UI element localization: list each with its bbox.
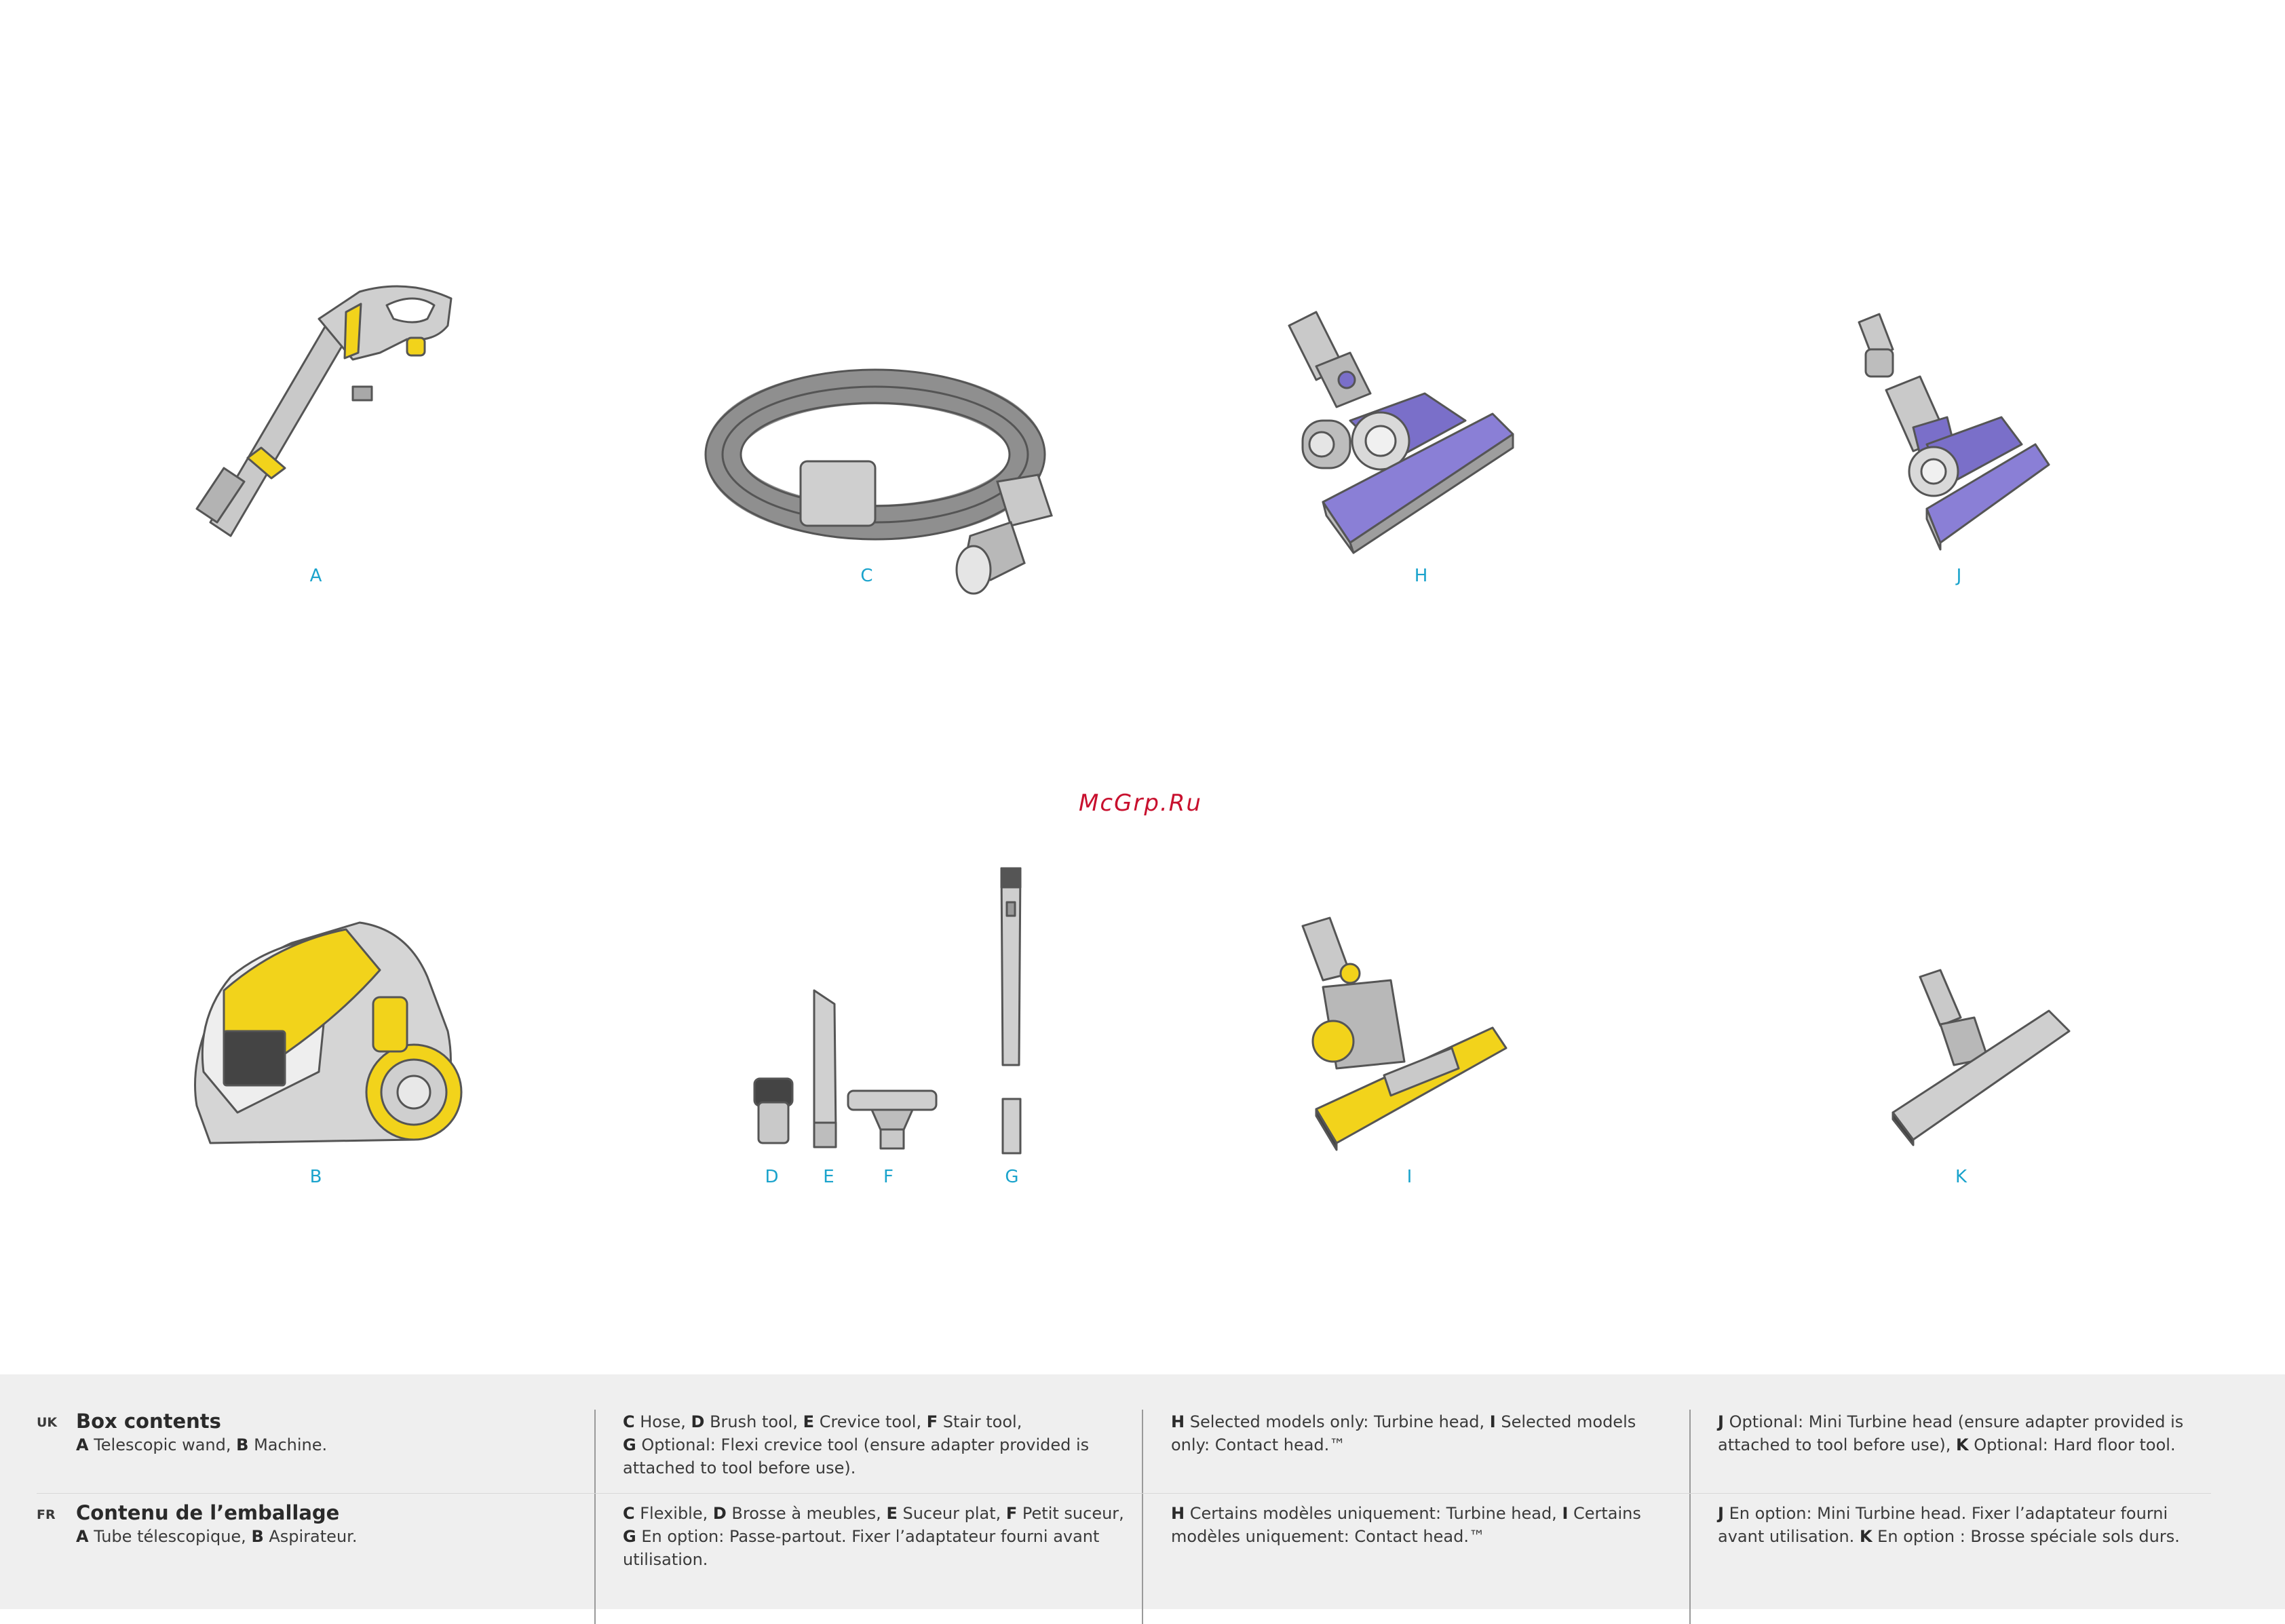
- box-contents-footer: UK Box contents A Telescopic wand, B Mac…: [0, 1374, 2285, 1624]
- fr-col3-text: H Certains modèles uniquement: Turbine h…: [1171, 1504, 1641, 1546]
- item-label-e: E: [823, 1167, 835, 1187]
- small-tools-illustration: [746, 984, 950, 1150]
- column-divider: [1689, 1410, 1691, 1624]
- section-title-uk: Box contents: [76, 1410, 221, 1433]
- uk-col1-text: A Telescopic wand, B Machine.: [76, 1435, 328, 1454]
- item-label-k: K: [1955, 1167, 1968, 1187]
- item-label-c: C: [860, 566, 874, 586]
- fr-col2-text: C Flexible, D Brosse à meubles, E Suceur…: [623, 1504, 1124, 1569]
- mini-turbine-head-illustration: [1845, 309, 2062, 553]
- section-title-fr: Contenu de l’emballage: [76, 1501, 340, 1524]
- machine-illustration: [183, 895, 468, 1153]
- item-label-j: J: [1956, 566, 1963, 586]
- item-label-h: H: [1414, 566, 1429, 586]
- item-label-f: F: [883, 1167, 894, 1187]
- hose-illustration: [704, 366, 1065, 597]
- telescopic-wand-illustration: [183, 278, 468, 549]
- language-separator: [37, 1493, 2211, 1494]
- item-label-b: B: [309, 1167, 323, 1187]
- column-divider: [1142, 1410, 1143, 1624]
- fr-col1-text: A Tube télescopique, B Aspirateur.: [76, 1527, 358, 1546]
- uk-col3-text: H Selected models only: Turbine head, I …: [1171, 1412, 1636, 1454]
- lang-code-uk: UK: [37, 1415, 58, 1430]
- hard-floor-tool-illustration: [1892, 969, 2076, 1146]
- item-label-d: D: [765, 1167, 780, 1187]
- watermark: McGrp.Ru: [1079, 790, 1202, 817]
- contact-head-illustration: [1296, 912, 1513, 1151]
- fr-col4-text: J En option: Mini Turbine head. Fixer l’…: [1718, 1504, 2180, 1546]
- item-label-g: G: [1005, 1167, 1020, 1187]
- uk-col2-text: C Hose, D Brush tool, E Crevice tool, F …: [623, 1412, 1090, 1477]
- turbine-head-illustration: [1288, 305, 1533, 556]
- item-label-a: A: [309, 566, 323, 586]
- lang-code-fr: FR: [37, 1507, 56, 1522]
- item-label-i: I: [1406, 1167, 1413, 1187]
- column-divider: [594, 1410, 596, 1624]
- flexi-crevice-tool-illustration: [997, 862, 1024, 1155]
- uk-col4-text: J Optional: Mini Turbine head (ensure ad…: [1718, 1412, 2184, 1454]
